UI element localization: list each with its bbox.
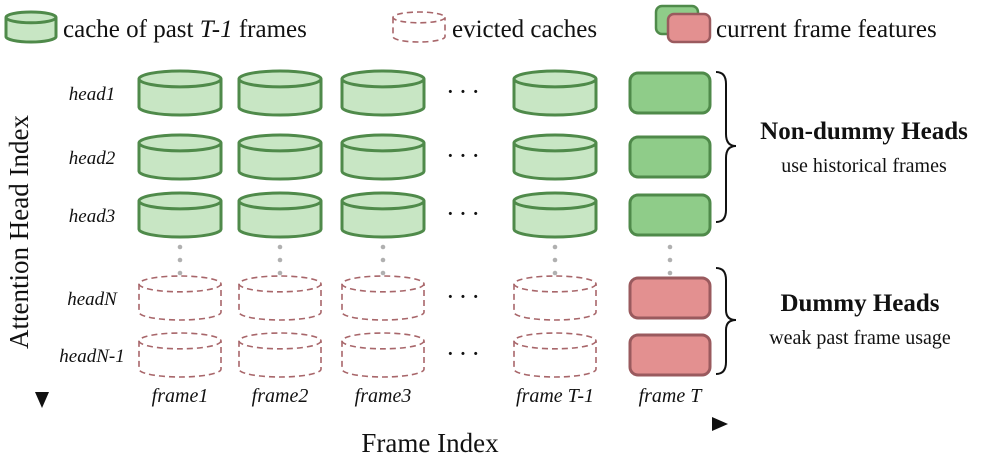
- kv-cache: [137, 133, 223, 181]
- head-labels: head1 head2 head3 headN headN-1: [59, 84, 124, 367]
- gap-dot: [380, 244, 386, 250]
- kv-cache: [237, 69, 323, 117]
- evicted-cache: [138, 332, 222, 378]
- gap-dot: [380, 257, 386, 263]
- frame-label: frame T: [639, 385, 704, 407]
- non-dummy-brace: [715, 71, 737, 223]
- frame-label: frame T-1: [516, 385, 594, 407]
- gap-dot: [667, 270, 673, 276]
- cache-grid: [137, 69, 712, 378]
- gap-dot: [277, 244, 283, 250]
- gap-dot: [667, 257, 673, 263]
- gap-dot: [177, 270, 183, 276]
- gap-dot: [552, 244, 558, 250]
- head-label: head2: [69, 148, 116, 169]
- non-dummy-heads-title: Non-dummy Heads: [760, 118, 968, 145]
- dummy-heads-title: Dummy Heads: [780, 290, 939, 317]
- gap-dot: [277, 257, 283, 263]
- kv-cache: [512, 191, 598, 239]
- head-label: headN-1: [59, 346, 124, 367]
- evicted-cache: [341, 332, 425, 378]
- kv-cache: [237, 191, 323, 239]
- head-label: head3: [69, 206, 115, 227]
- frame-labels: frame1 frame2 frame3 frame T-1 frame T: [152, 385, 704, 407]
- ellipses: ··· ··· ··· ··· ···: [446, 77, 484, 368]
- kv-cache: [340, 191, 426, 239]
- legend-current-label: current frame features: [716, 16, 937, 43]
- gap-dot: [380, 270, 386, 276]
- legend-cache-cylinder: [4, 10, 58, 44]
- ellipsis: ···: [446, 77, 484, 106]
- x-axis-arrowhead: [712, 417, 728, 431]
- current-frame-feature: [628, 135, 712, 179]
- evicted-cache: [341, 275, 425, 321]
- evicted-cache: [238, 275, 322, 321]
- ellipsis: ···: [446, 282, 484, 311]
- kv-cache: [340, 133, 426, 181]
- kv-cache: [340, 69, 426, 117]
- kv-cache: [237, 133, 323, 181]
- legend-evicted-icon: [392, 11, 446, 43]
- gap-dot: [552, 270, 558, 276]
- ellipsis: ···: [446, 339, 484, 368]
- current-frame-feature-dummy: [628, 276, 712, 320]
- dummy-brace: [715, 267, 737, 375]
- kv-cache: [512, 69, 598, 117]
- current-frame-feature: [628, 193, 712, 237]
- frame-label: frame1: [152, 385, 209, 407]
- legend-cache-label: cache of past T-1 frames: [63, 16, 307, 43]
- evicted-cache: [138, 275, 222, 321]
- non-dummy-heads-subtitle: use historical frames: [781, 155, 947, 177]
- y-axis-label: Attention Head Index: [4, 115, 34, 349]
- legend: cache of past T-1 frames evicted caches …: [4, 4, 937, 44]
- evicted-cache: [238, 332, 322, 378]
- y-axis-arrowhead: [35, 392, 49, 408]
- ellipsis: ···: [446, 199, 484, 228]
- dummy-heads-subtitle: weak past frame usage: [769, 327, 951, 349]
- gap-dot: [177, 257, 183, 263]
- frame-label: frame2: [252, 385, 309, 407]
- kv-cache: [137, 191, 223, 239]
- frame-label: frame3: [355, 385, 412, 407]
- head-label: headN: [67, 289, 118, 310]
- vertical-gap-dots: [177, 244, 673, 276]
- gap-dot: [552, 257, 558, 263]
- current-frame-feature: [628, 71, 712, 115]
- legend-evicted-cylinder: [392, 11, 446, 43]
- kv-cache: [512, 133, 598, 181]
- gap-dot: [177, 244, 183, 250]
- legend-cache-icon: [4, 10, 58, 44]
- x-axis-label: Frame Index: [361, 428, 499, 458]
- ellipsis: ···: [446, 141, 484, 170]
- legend-evicted-label: evicted caches: [452, 16, 597, 43]
- head-label: head1: [69, 84, 115, 105]
- kv-cache: [137, 69, 223, 117]
- evicted-cache: [513, 275, 597, 321]
- gap-dot: [667, 244, 673, 250]
- legend-current-red: [666, 12, 712, 44]
- evicted-cache: [513, 332, 597, 378]
- current-frame-feature-dummy: [628, 333, 712, 377]
- gap-dot: [277, 270, 283, 276]
- legend-current-icon: [654, 4, 712, 44]
